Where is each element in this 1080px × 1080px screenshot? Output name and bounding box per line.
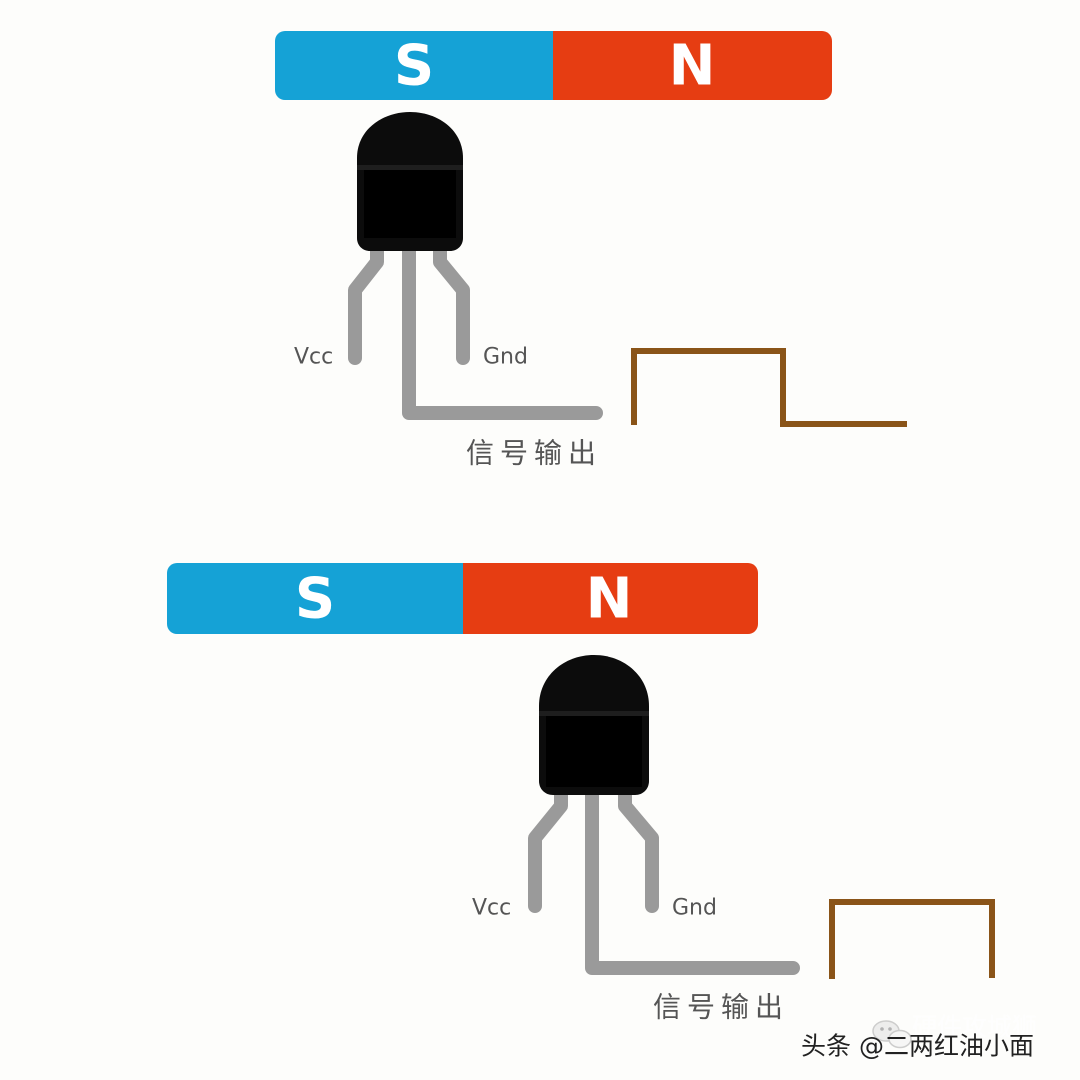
bottom-sensor-face [546,713,642,787]
bottom-magnet: S N [167,563,758,634]
top-signal-output-label: 信号输出 [466,437,602,470]
top-vcc-lead [348,238,384,365]
bottom-gnd-lead [618,783,659,913]
top-magnet: S N [275,31,832,100]
bottom-vcc-lead [528,783,568,913]
top-signal-lead [402,238,603,420]
watermark-overlay-text: 硬件攻城狮 [912,1013,1037,1042]
bottom-magnet-south-pole [167,563,477,634]
bottom-signal-lead [585,783,800,975]
wechat-bubble-icon [872,1020,912,1049]
bottom-gnd-label: Gnd [672,896,717,921]
top-output-waveform [631,348,907,427]
bottom-vcc-label: Vcc [472,896,511,921]
top-hall-sensor [357,112,463,251]
top-magnet-north-pole [540,31,832,100]
top-magnet-north-label: N [669,34,716,99]
bottom-hall-sensor [539,655,649,795]
bottom-magnet-north-label: N [586,567,633,632]
bottom-magnet-north-pole [450,563,758,634]
watermark-text: 头条 @二两红油小面 [801,1032,1034,1061]
top-panel: S N Vcc Gnd 信号输出 [275,31,907,470]
bottom-panel: S N Vcc Gnd 信号输出 [167,563,995,1024]
top-vcc-label: Vcc [294,345,333,370]
top-magnet-south-pole [275,31,565,100]
watermark: 硬件攻城狮 头条 @二两红油小面 [801,1013,1037,1061]
top-gnd-label: Gnd [483,345,528,370]
top-sensor-leads [348,238,603,420]
top-magnet-south-label: S [394,34,434,99]
bottom-sensor-leads [528,783,800,975]
bottom-signal-output-label: 信号输出 [653,991,789,1024]
bottom-magnet-south-label: S [295,567,335,632]
top-sensor-face [364,166,456,238]
bottom-output-waveform [829,899,995,979]
top-gnd-lead [433,238,470,365]
